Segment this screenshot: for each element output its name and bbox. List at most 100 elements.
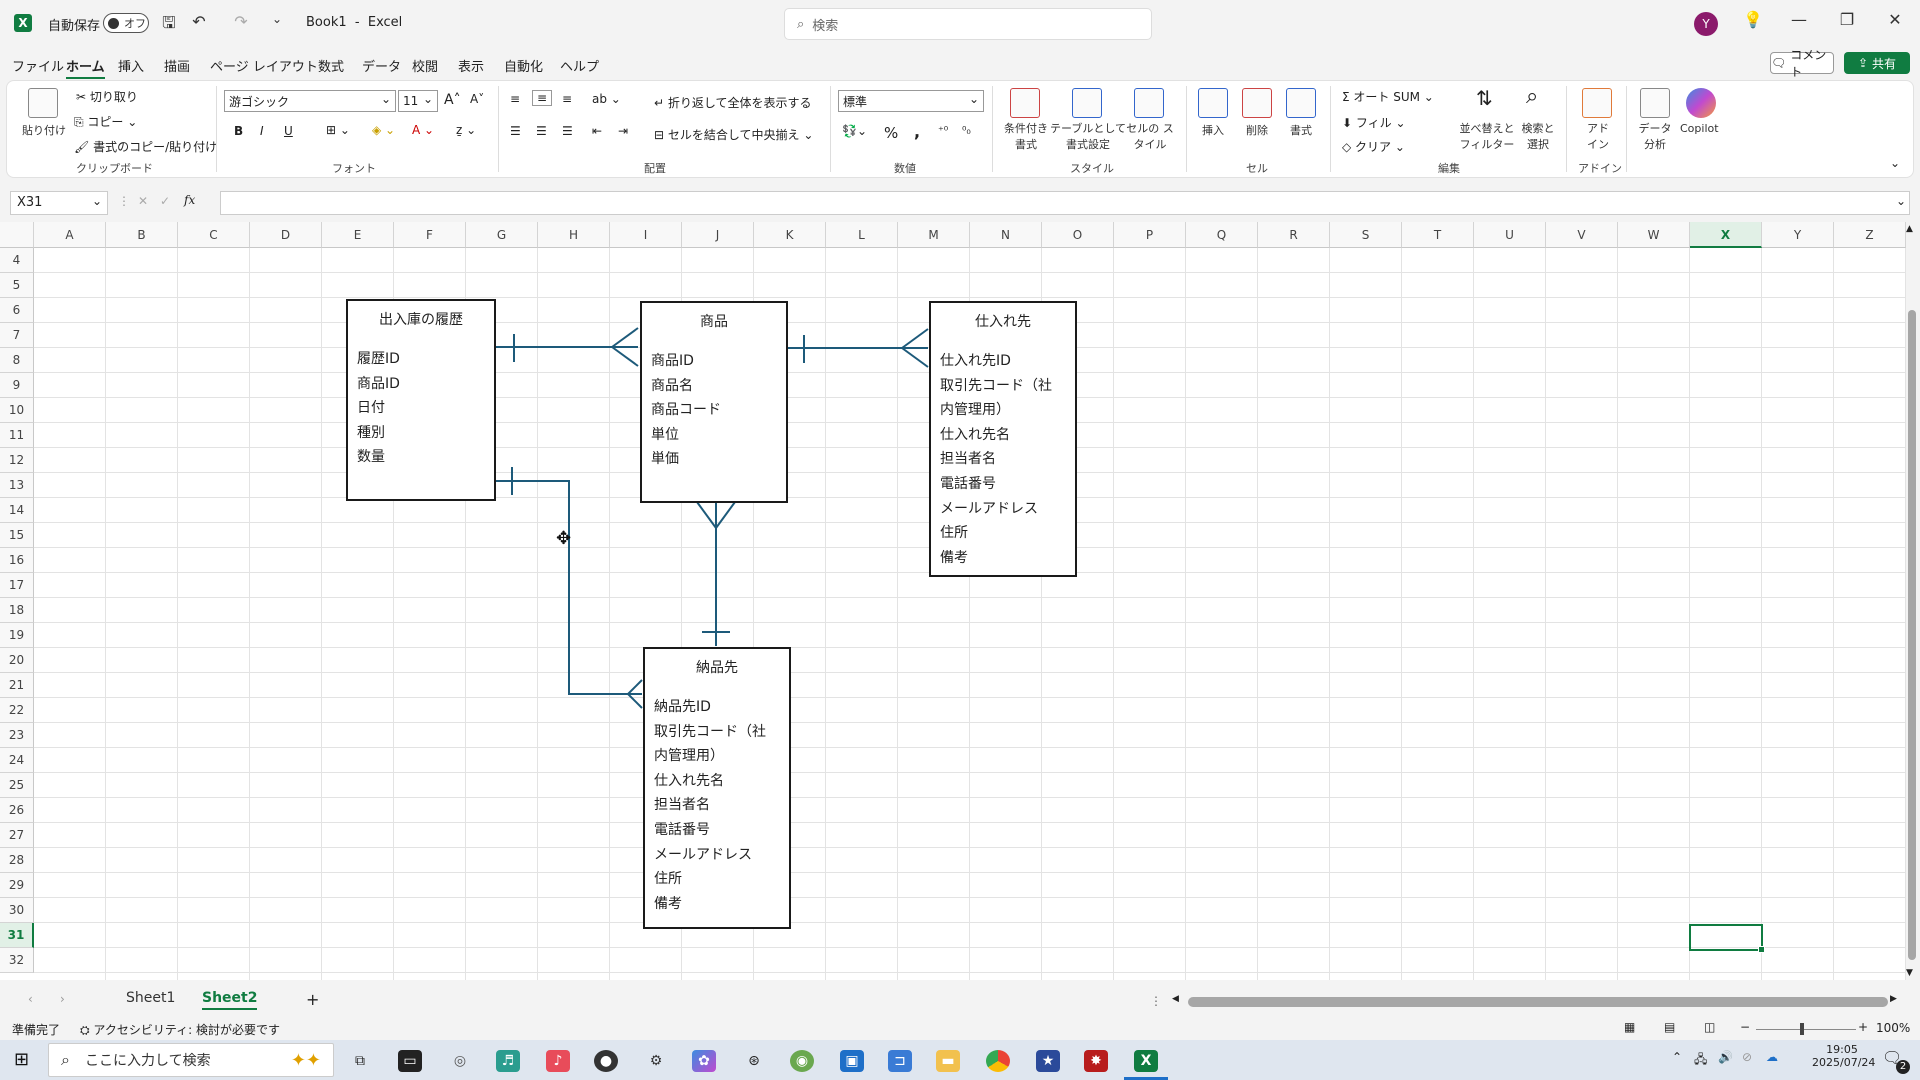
column-header-b[interactable]: B xyxy=(106,222,178,248)
entity-supplier[interactable]: 仕入れ先 仕入れ先ID 取引先コード（社 内管理用） 仕入れ先名 担当者名 電話… xyxy=(929,301,1077,577)
column-header-a[interactable]: A xyxy=(34,222,106,248)
italic-button[interactable]: I xyxy=(260,124,264,138)
column-header-x[interactable]: X xyxy=(1690,222,1762,248)
column-header-z[interactable]: Z xyxy=(1834,222,1906,248)
normal-view-icon[interactable]: ▦ xyxy=(1624,1020,1636,1034)
onedrive-icon[interactable]: ☁ xyxy=(1766,1050,1778,1064)
autosum-button[interactable]: Σ オート SUM ⌄ xyxy=(1342,90,1434,104)
number-format-select[interactable]: 標準 xyxy=(838,90,984,112)
addins-icon[interactable] xyxy=(1582,88,1612,118)
obs-icon[interactable]: ● xyxy=(594,1050,618,1072)
addins-button[interactable]: アド イン xyxy=(1587,122,1609,151)
music-app-icon[interactable]: ♬ xyxy=(496,1050,520,1072)
sheet-tab-1[interactable]: Sheet1 xyxy=(126,990,176,1006)
row-header-28[interactable]: 28 xyxy=(0,848,34,873)
increase-indent-icon[interactable]: ⇥ xyxy=(618,124,629,138)
row-header-11[interactable]: 11 xyxy=(0,423,34,448)
delete-cells-icon[interactable] xyxy=(1242,88,1272,118)
column-header-e[interactable]: E xyxy=(322,222,394,248)
delete-cells-button[interactable]: 削除 xyxy=(1246,124,1268,137)
terminal-icon[interactable]: ▭ xyxy=(398,1050,422,1072)
select-all-corner[interactable] xyxy=(0,222,34,248)
align-left-icon[interactable]: ☰ xyxy=(510,124,521,138)
format-cells-button[interactable]: 書式 xyxy=(1290,124,1312,137)
add-sheet-icon[interactable]: + xyxy=(306,990,320,1009)
find-select-icon[interactable]: ⌕ xyxy=(1526,84,1539,109)
file-explorer-icon[interactable]: ▬ xyxy=(936,1050,960,1072)
analyze-data-icon[interactable] xyxy=(1640,88,1670,118)
row-header-5[interactable]: 5 xyxy=(0,273,34,298)
font-size-select[interactable]: 11 xyxy=(398,90,438,112)
insert-function-button[interactable]: fx xyxy=(184,193,196,207)
row-header-9[interactable]: 9 xyxy=(0,373,34,398)
decrease-indent-icon[interactable]: ⇤ xyxy=(592,124,603,138)
row-header-25[interactable]: 25 xyxy=(0,773,34,798)
column-header-u[interactable]: U xyxy=(1474,222,1546,248)
row-header-7[interactable]: 7 xyxy=(0,323,34,348)
align-right-icon[interactable]: ☰ xyxy=(562,124,573,138)
entity-product[interactable]: 商品 商品ID 商品名 商品コード 単位 単価 xyxy=(640,301,788,503)
settings-icon[interactable]: ⚙ xyxy=(649,1053,663,1069)
scroll-left-icon[interactable]: ◀ xyxy=(1172,994,1179,1004)
paste-icon[interactable] xyxy=(28,88,58,118)
clear-format-icon[interactable]: ẕ ⌄ xyxy=(456,123,477,137)
merge-center-button[interactable]: ⊟ セルを結合して中央揃え ⌄ xyxy=(654,128,814,142)
row-header-13[interactable]: 13 xyxy=(0,473,34,498)
row-header-6[interactable]: 6 xyxy=(0,298,34,323)
tab-review[interactable]: 校閲 xyxy=(412,60,439,75)
sort-filter-button[interactable]: 並べ替えと フィルター xyxy=(1459,122,1515,151)
chrome-icon[interactable] xyxy=(986,1050,1010,1072)
orientation-icon[interactable]: ab ⌄ xyxy=(592,92,621,106)
cell-styles-icon[interactable] xyxy=(1134,88,1164,118)
underline-button[interactable]: U xyxy=(284,124,293,138)
format-cells-icon[interactable] xyxy=(1286,88,1316,118)
app-icon[interactable]: ◎ xyxy=(453,1053,467,1069)
accessibility-status[interactable]: ⛭ アクセシビリティ: 検討が必要です xyxy=(80,1023,280,1037)
column-header-d[interactable]: D xyxy=(250,222,322,248)
avatar[interactable]: Y xyxy=(1694,12,1718,36)
format-as-table-icon[interactable] xyxy=(1072,88,1102,118)
active-cell[interactable] xyxy=(1689,924,1763,951)
comma-button[interactable]: , xyxy=(914,122,921,141)
conditional-format-icon[interactable] xyxy=(1010,88,1040,118)
currency-icon[interactable]: 💱⌄ xyxy=(842,124,867,138)
row-header-24[interactable]: 24 xyxy=(0,748,34,773)
clear-button[interactable]: ◇ クリア ⌄ xyxy=(1342,140,1405,154)
column-header-i[interactable]: I xyxy=(610,222,682,248)
format-painter-button[interactable]: 🖌 書式のコピー/貼り付け xyxy=(74,140,218,154)
row-header-4[interactable]: 4 xyxy=(0,248,34,273)
itunes-icon[interactable]: ♪ xyxy=(546,1050,570,1072)
chatgpt-icon[interactable]: ⊛ xyxy=(748,1053,760,1069)
red-app-icon[interactable]: ✸ xyxy=(1084,1050,1108,1072)
paste-button[interactable]: 貼り付け xyxy=(22,124,66,137)
column-header-v[interactable]: V xyxy=(1546,222,1618,248)
increase-decimal-icon[interactable]: ⁺⁰ xyxy=(938,124,949,137)
column-header-p[interactable]: P xyxy=(1114,222,1186,248)
fill-color-icon[interactable]: ◈ ⌄ xyxy=(372,123,396,137)
column-header-s[interactable]: S xyxy=(1330,222,1402,248)
game-app-icon[interactable]: ★ xyxy=(1036,1050,1060,1072)
row-header-18[interactable]: 18 xyxy=(0,598,34,623)
row-header-22[interactable]: 22 xyxy=(0,698,34,723)
column-header-q[interactable]: Q xyxy=(1186,222,1258,248)
tab-view[interactable]: 表示 xyxy=(458,60,485,75)
comment-button[interactable]: 🗨コメント xyxy=(1770,48,1834,79)
cut-button[interactable]: ✂ 切り取り xyxy=(76,90,138,104)
document-app-icon[interactable]: ⊐ xyxy=(888,1050,912,1072)
border-icon[interactable]: ⊞ ⌄ xyxy=(326,123,350,137)
copy-button[interactable]: ⎘ コピー ⌄ xyxy=(74,115,138,129)
font-color-icon[interactable]: A ⌄ xyxy=(412,123,435,137)
tab-help[interactable]: ヘルプ xyxy=(560,60,600,75)
row-header-17[interactable]: 17 xyxy=(0,573,34,598)
column-header-w[interactable]: W xyxy=(1618,222,1690,248)
next-sheet-icon[interactable]: › xyxy=(60,992,65,1006)
column-header-k[interactable]: K xyxy=(754,222,826,248)
autosave-toggle[interactable]: オフ xyxy=(103,13,149,33)
fill-handle[interactable] xyxy=(1758,946,1765,953)
insert-cells-button[interactable]: 挿入 xyxy=(1202,124,1224,137)
collapse-ribbon-icon[interactable]: ⌄ xyxy=(1890,156,1901,170)
horizontal-scroll-thumb[interactable] xyxy=(1188,997,1888,1007)
row-header-27[interactable]: 27 xyxy=(0,823,34,848)
blue-app-icon[interactable]: ▣ xyxy=(840,1050,864,1072)
